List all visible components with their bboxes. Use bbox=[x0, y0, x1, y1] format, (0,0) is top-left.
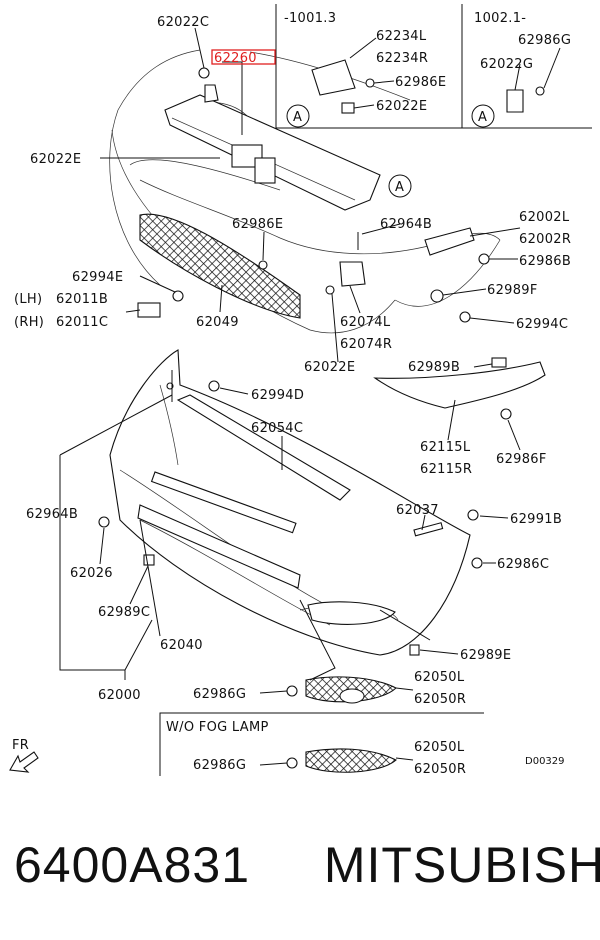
side-lh: (LH) bbox=[14, 292, 42, 307]
part-number: 6400A831 bbox=[14, 837, 251, 893]
front-arrow-icon bbox=[9, 751, 39, 773]
label-62994e: 62994E bbox=[72, 270, 123, 285]
label-62022e-a: 62022E bbox=[376, 99, 427, 114]
view-marker-a2: A bbox=[478, 110, 487, 125]
highlight-62260 bbox=[211, 49, 276, 65]
upper-bumper-outline bbox=[109, 49, 501, 334]
label-62049: 62049 bbox=[196, 315, 239, 330]
part-labels: 62022C 62260 -1001.3 62234L 62234R 62986… bbox=[12, 11, 571, 777]
label-62986c: 62986C bbox=[497, 557, 549, 572]
view-marker-a3: A bbox=[395, 180, 404, 195]
brand-name: MITSUBISHI bbox=[323, 837, 600, 893]
parts-diagram: A A A bbox=[9, 4, 592, 777]
diagram-code: D00329 bbox=[525, 756, 565, 767]
label-62260: 62260 bbox=[214, 51, 257, 66]
label-62234l: 62234L bbox=[376, 29, 427, 44]
label-62986e-b: 62986E bbox=[232, 217, 283, 232]
label-62989c: 62989C bbox=[98, 605, 150, 620]
label-62986f: 62986F bbox=[496, 452, 547, 467]
view-markers: A A A bbox=[286, 104, 495, 198]
label-62022g-text: 62022G bbox=[480, 57, 533, 72]
label-62040: 62040 bbox=[160, 638, 203, 653]
label-62022e-c: 62022E bbox=[304, 360, 355, 375]
label-62994c: 62994C bbox=[516, 317, 568, 332]
product-caption: 6400A831 MITSUBISHI bbox=[14, 836, 600, 900]
label-62002l: 62002L bbox=[519, 210, 570, 225]
label-62022e-b: 62022E bbox=[30, 152, 81, 167]
label-62964b-b: 62964B bbox=[26, 507, 78, 522]
label-62989b: 62989B bbox=[408, 360, 460, 375]
label-62964b-a: 62964B bbox=[380, 217, 432, 232]
label-62115r: 62115R bbox=[420, 462, 472, 477]
label-62991b: 62991B bbox=[510, 512, 562, 527]
leader-lines bbox=[59, 27, 561, 766]
variant-early: -1001.3 bbox=[284, 11, 336, 26]
label-62986e-a: 62986E bbox=[395, 75, 446, 90]
label-62054c: 62054C bbox=[251, 421, 303, 436]
label-62037: 62037 bbox=[396, 503, 439, 518]
label-62026: 62026 bbox=[70, 566, 113, 581]
hardware bbox=[98, 59, 545, 769]
label-62002r: 62002R bbox=[519, 232, 571, 247]
view-marker-a1: A bbox=[293, 110, 302, 125]
label-62050r-b: 62050R bbox=[414, 762, 466, 777]
label-62986b: 62986B bbox=[519, 254, 571, 269]
side-molding bbox=[373, 361, 546, 409]
side-rh: (RH) bbox=[14, 315, 44, 330]
label-62994d: 62994D bbox=[251, 388, 304, 403]
upper-support-bar bbox=[164, 84, 381, 211]
label-62986g-b: 62986G bbox=[193, 687, 246, 702]
side-brackets bbox=[137, 227, 475, 318]
label-62074r: 62074R bbox=[340, 337, 392, 352]
label-62986g-c: 62986G bbox=[193, 758, 246, 773]
variant-late: 1002.1- bbox=[474, 11, 526, 26]
grille-mesh bbox=[139, 213, 397, 773]
label-62115l: 62115L bbox=[420, 440, 471, 455]
parts-diagram-svg: A A A bbox=[9, 4, 592, 777]
label-62234r: 62234R bbox=[376, 51, 428, 66]
label-62000: 62000 bbox=[98, 688, 141, 703]
lower-bumper bbox=[109, 349, 471, 656]
label-62989e: 62989E bbox=[460, 648, 511, 663]
label-62050l-a: 62050L bbox=[414, 670, 465, 685]
label-62050l-b: 62050L bbox=[414, 740, 465, 755]
inset-frames bbox=[159, 4, 592, 776]
label-62050r-a: 62050R bbox=[414, 692, 466, 707]
variant-no-fog: W/O FOG LAMP bbox=[166, 720, 269, 735]
label-62989f: 62989F bbox=[487, 283, 538, 298]
label-62011b: 62011B bbox=[56, 292, 108, 307]
label-62074l: 62074L bbox=[340, 315, 391, 330]
label-62022c: 62022C bbox=[157, 15, 209, 30]
direction-label: FR bbox=[12, 738, 29, 753]
label-62986g-a: 62986G bbox=[518, 33, 571, 48]
label-62011c: 62011C bbox=[56, 315, 108, 330]
